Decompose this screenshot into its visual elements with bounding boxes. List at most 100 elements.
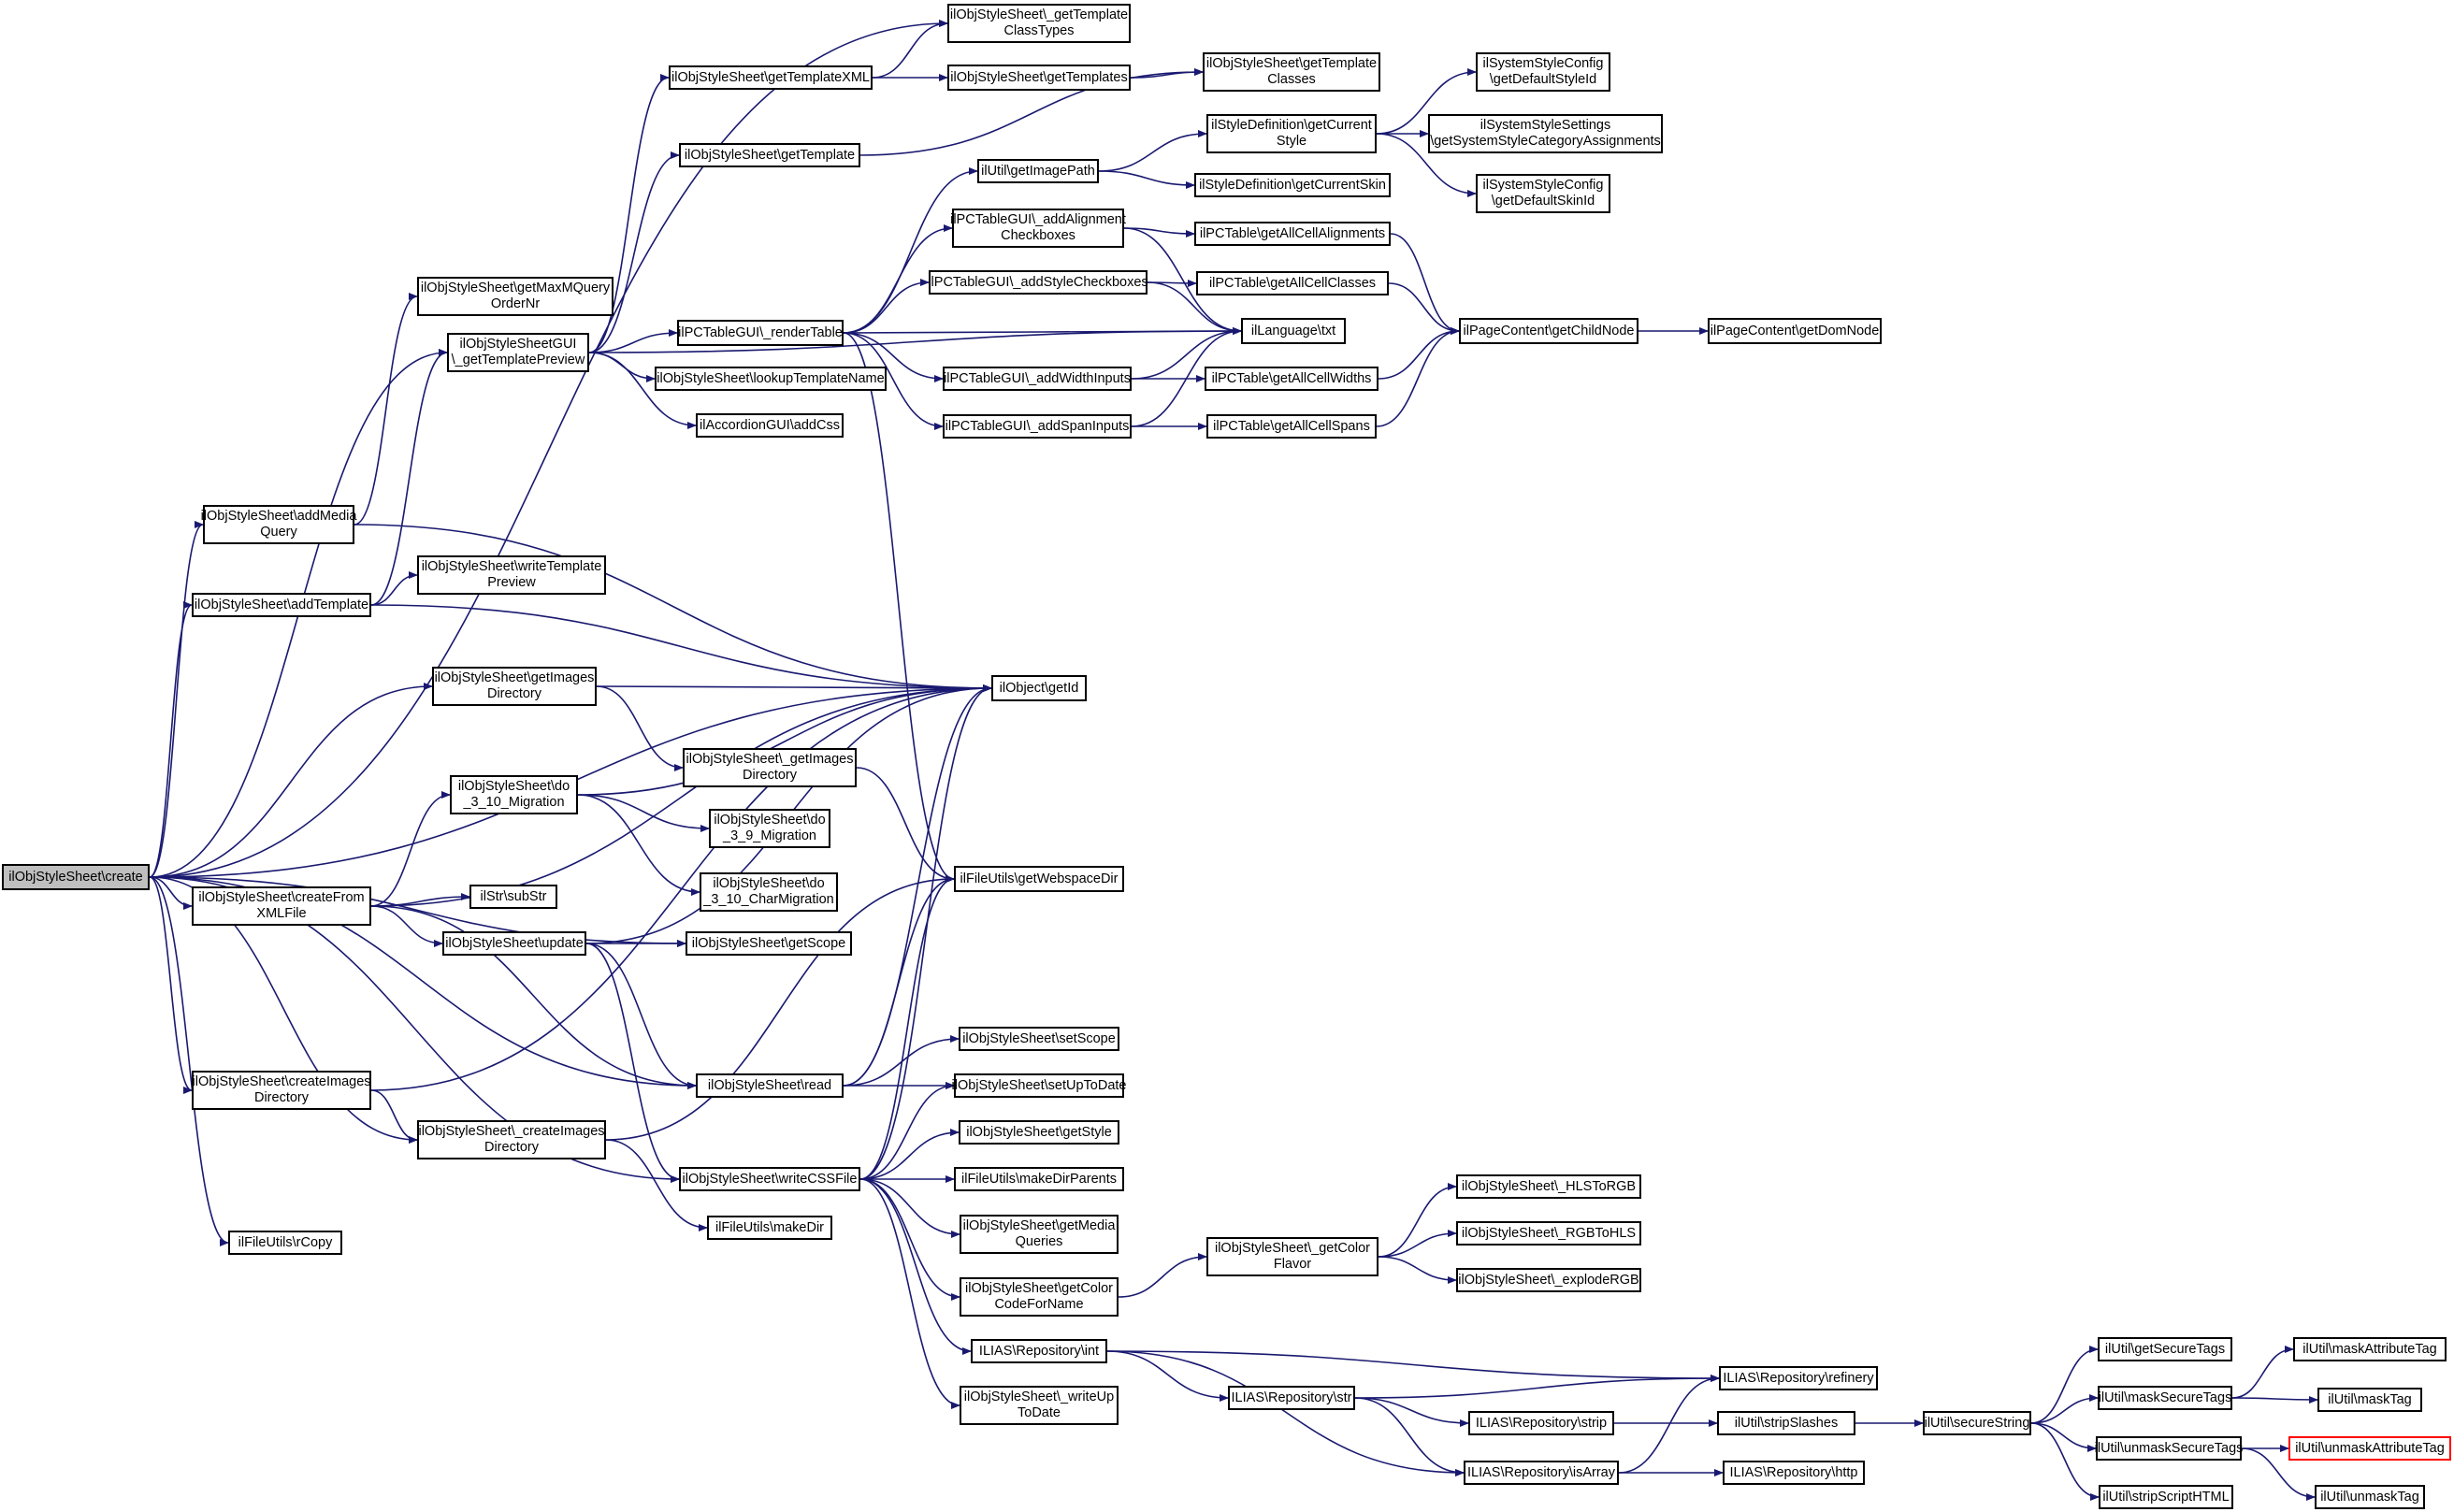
node-get-style[interactable]: ilObjStyleSheet\getStyle	[959, 1120, 1119, 1145]
node-mask-tag[interactable]: ilUtil\maskTag	[2317, 1388, 2422, 1412]
edge-getImagesDirectory-to-getId	[596, 684, 992, 692]
edge-writeCSSFile-to-getMediaQueries	[859, 1178, 960, 1238]
node-add-css[interactable]: ilAccordionGUI\addCss	[696, 413, 844, 438]
node-repo-str[interactable]: ILIAS\Repository\str	[1228, 1386, 1355, 1410]
node-repo-is-array[interactable]: ILIAS\Repository\isArray	[1464, 1461, 1619, 1485]
node-txt[interactable]: ilLanguage\txt	[1241, 318, 1346, 344]
edge-renderTable-to-txt	[843, 327, 1242, 336]
node-add-width-inputs[interactable]: ilPCTableGUI\_addWidthInputs	[943, 367, 1132, 391]
edge-getAllCellClasses-to-getChildNode	[1388, 282, 1460, 335]
node-get-all-cell-classes[interactable]: ilPCTable\getAllCellClasses	[1196, 271, 1389, 295]
node-strip-slashes[interactable]: ilUtil\stripSlashes	[1717, 1411, 1855, 1435]
node-set-up-to-date[interactable]: ilObjStyleSheet\setUpToDate	[952, 1073, 1127, 1098]
node-explode-rgb[interactable]: ilObjStyleSheet\_explodeRGB	[1456, 1268, 1641, 1292]
node-label: ilObjStyleSheet\do	[713, 876, 825, 891]
node-make-dir-parents[interactable]: ilFileUtils\makeDirParents	[954, 1167, 1124, 1191]
edge-addMediaQuery-to-getMaxMQueryOrderNr	[354, 293, 418, 526]
node-get-all-cell-alignments[interactable]: ilPCTable\getAllCellAlignments	[1194, 222, 1391, 246]
node-render-table[interactable]: ilPCTableGUI\_renderTable	[677, 320, 844, 346]
node-get-template[interactable]: ilObjStyleSheet\getTemplate	[679, 143, 860, 167]
node-get-templates[interactable]: ilObjStyleSheet\getTemplates	[947, 65, 1131, 91]
node-get-template-xml[interactable]: ilObjStyleSheet\getTemplateXML	[669, 65, 873, 90]
node-unmask-tag[interactable]: ilUtil\unmaskTag	[2315, 1485, 2425, 1509]
node-get-dom-node[interactable]: ilPageContent\getDomNode	[1708, 318, 1882, 344]
node-repo-refinery[interactable]: ILIAS\Repository\refinery	[1719, 1366, 1878, 1390]
node-get-all-cell-spans[interactable]: ilPCTable\getAllCellSpans	[1206, 414, 1377, 439]
node-get-all-cell-widths[interactable]: ilPCTable\getAllCellWidths	[1205, 367, 1379, 391]
node-hlsto-rgb[interactable]: ilObjStyleSheet\_HLSToRGB	[1456, 1174, 1641, 1199]
node-lookup-template-name[interactable]: ilObjStyleSheet\lookupTemplateName	[655, 367, 887, 391]
edge-do_3_10_Migration-to-getId	[577, 684, 992, 796]
node-mask-attribute-tag[interactable]: ilUtil\maskAttributeTag	[2293, 1337, 2447, 1361]
node-secure-string[interactable]: ilUtil\secureString	[1923, 1411, 2031, 1435]
node-label: ilSystemStyleSettings	[1480, 118, 1611, 133]
node-label: ilObjStyleSheet\_RGBToHLS	[1461, 1225, 1637, 1241]
node-get-id[interactable]: ilObject\getId	[991, 675, 1087, 701]
node-label: ilPCTable\getAllCellClasses	[1208, 275, 1377, 291]
node-rgbto-hls[interactable]: ilObjStyleSheet\_RGBToHLS	[1456, 1221, 1641, 1246]
node-label: ilUtil\unmaskTag	[2320, 1489, 2419, 1505]
node-get-system-style-category-assignments[interactable]: ilSystemStyleSettings\getSystemStyleCate…	[1428, 114, 1663, 153]
node-label: ilObjStyleSheet\_writeUp	[963, 1390, 1115, 1404]
node-get-child-node[interactable]: ilPageContent\getChildNode	[1459, 318, 1638, 344]
edge-create-to-getImagesDirectory	[149, 683, 433, 878]
node-update[interactable]: ilObjStyleSheet\update	[442, 931, 586, 956]
node-label: ilObjStyleSheet\getImages	[434, 670, 595, 685]
node-get-image-path[interactable]: ilUtil\getImagePath	[977, 159, 1099, 183]
node-get-scope[interactable]: ilObjStyleSheet\getScope	[686, 931, 852, 956]
node-set-scope[interactable]: ilObjStyleSheet\setScope	[959, 1027, 1119, 1051]
node-do310char-migration[interactable]: ilObjStyleSheet\do_3_10_CharMigration	[700, 872, 838, 912]
node-create[interactable]: ilObjStyleSheet\create	[2, 864, 150, 890]
node-unmask-secure-tags[interactable]: ilUtil\unmaskSecureTags	[2095, 1436, 2243, 1461]
node-strip-script-html[interactable]: ilUtil\stripScriptHTML	[2099, 1485, 2233, 1509]
node-unmask-attribute-tag[interactable]: ilUtil\unmaskAttributeTag	[2288, 1436, 2451, 1461]
edge-_getImagesDirectory-to-getWebspaceDir	[856, 767, 955, 883]
node-read[interactable]: ilObjStyleSheet\read	[696, 1073, 844, 1098]
node-label: ilObjStyleSheet\getTemplate	[1205, 56, 1378, 71]
node-get-template-preview[interactable]: ilObjStyleSheetGUI\_getTemplatePreview	[447, 333, 589, 372]
node-get-secure-tags[interactable]: ilUtil\getSecureTags	[2098, 1337, 2232, 1361]
node-add-template[interactable]: ilObjStyleSheet\addTemplate	[192, 593, 371, 617]
node-label: ilPCTableGUI\_addStyleCheckboxes	[928, 274, 1148, 290]
node-get-default-skin-id[interactable]: ilSystemStyleConfig\getDefaultSkinId	[1476, 174, 1610, 213]
node-repo-int[interactable]: ILIAS\Repository\int	[971, 1339, 1107, 1363]
node-get-webspace-dir[interactable]: ilFileUtils\getWebspaceDir	[954, 866, 1124, 892]
node-label: ilPageContent\getChildNode	[1463, 323, 1635, 338]
node-label: Checkboxes	[1001, 228, 1075, 243]
node-mask-secure-tags[interactable]: ilUtil\maskSecureTags	[2098, 1386, 2232, 1410]
node-sub-str[interactable]: ilStr\subStr	[469, 885, 557, 909]
node-repo-http[interactable]: ILIAS\Repository\http	[1723, 1461, 1865, 1485]
node-repo-strip[interactable]: ILIAS\Repository\strip	[1468, 1411, 1614, 1435]
node-get-default-style-id[interactable]: ilSystemStyleConfig\getDefaultStyleId	[1476, 52, 1610, 92]
node-get-current-skin[interactable]: ilStyleDefinition\getCurrentSkin	[1194, 173, 1391, 197]
node-r-copy[interactable]: ilFileUtils\rCopy	[228, 1231, 342, 1255]
node-write-cssfile[interactable]: ilObjStyleSheet\writeCSSFile	[679, 1167, 860, 1191]
node-label: ilObjStyleSheet\getTemplate	[684, 147, 856, 163]
edge-addWidthInputs-to-txt	[1131, 327, 1242, 380]
node-make-dir[interactable]: ilFileUtils\makeDir	[707, 1216, 832, 1240]
edge-getTemplate-to-getTemplateClasses	[859, 68, 1204, 156]
edge-getTemplatePreview-to-getTemplateXML	[588, 74, 670, 353]
node-label: ilObjStyleSheet\getTemplates	[950, 69, 1128, 85]
node-add-span-inputs[interactable]: ilPCTableGUI\_addSpanInputs	[943, 414, 1132, 439]
node-add-style-checkboxes[interactable]: ilPCTableGUI\_addStyleCheckboxes	[928, 270, 1148, 295]
edge-secureString-to-stripScriptHTML	[2030, 1422, 2100, 1501]
node-do310migration[interactable]: ilObjStyleSheet\do_3_10_Migration	[450, 775, 578, 814]
node-do39migration[interactable]: ilObjStyleSheet\do_3_9_Migration	[709, 809, 830, 848]
